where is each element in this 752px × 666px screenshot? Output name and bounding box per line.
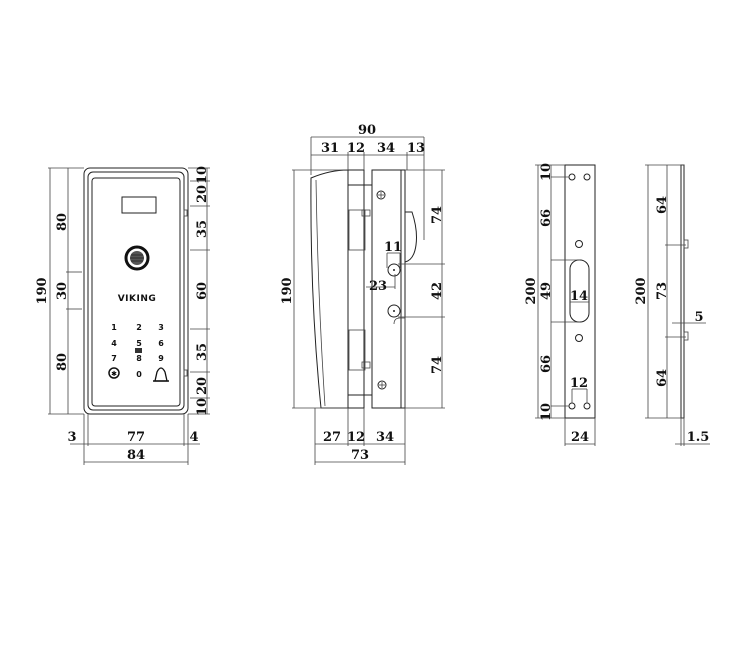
svg-text:34: 34 [376, 430, 394, 445]
svg-text:66: 66 [539, 355, 554, 373]
svg-text:84: 84 [127, 448, 145, 463]
svg-text:77: 77 [127, 430, 145, 445]
screw-icon [376, 190, 386, 200]
svg-text:35: 35 [195, 343, 210, 361]
svg-text:4: 4 [111, 339, 117, 348]
svg-text:80: 80 [55, 353, 70, 371]
svg-text:3: 3 [67, 430, 76, 445]
svg-text:200: 200 [634, 277, 649, 304]
svg-text:12: 12 [347, 430, 365, 445]
svg-text:190: 190 [35, 277, 50, 304]
svg-text:90: 90 [358, 123, 376, 138]
brand-logo: VIKING [118, 294, 157, 304]
svg-text:27: 27 [323, 430, 341, 445]
svg-text:10: 10 [539, 163, 554, 181]
svg-text:✱: ✱ [111, 370, 117, 378]
screw-icon [377, 380, 387, 390]
plate-side-view: 200 64 73 64 5 1.5 [634, 164, 710, 446]
svg-text:11: 11 [384, 240, 402, 255]
svg-text:66: 66 [539, 209, 554, 227]
svg-text:23: 23 [369, 279, 387, 294]
svg-text:12: 12 [570, 376, 588, 391]
svg-text:0: 0 [136, 370, 142, 379]
svg-text:34: 34 [377, 141, 395, 156]
svg-text:20: 20 [195, 185, 210, 203]
bell-icon [153, 367, 169, 382]
svg-text:4: 4 [189, 430, 198, 445]
settings-icon: ✱ [108, 367, 120, 379]
svg-text:24: 24 [571, 430, 589, 445]
svg-text:6: 6 [158, 339, 164, 348]
svg-text:2: 2 [136, 323, 142, 332]
fingerprint-sensor-icon [124, 245, 150, 271]
svg-text:80: 80 [55, 213, 70, 231]
svg-text:3: 3 [158, 323, 164, 332]
svg-text:31: 31 [321, 141, 339, 156]
svg-text:9: 9 [158, 354, 164, 363]
svg-text:74: 74 [430, 356, 445, 374]
svg-text:190: 190 [280, 277, 295, 304]
front-view: VIKING 1 2 3 4 5 6 7 8 9 0 ✱ 190 [35, 166, 210, 465]
svg-text:8: 8 [136, 354, 142, 363]
svg-text:14: 14 [570, 289, 588, 304]
svg-text:35: 35 [195, 220, 210, 238]
svg-text:5: 5 [694, 310, 703, 325]
svg-text:5: 5 [136, 339, 142, 348]
display-window [121, 196, 157, 214]
svg-text:49: 49 [539, 282, 554, 300]
svg-text:200: 200 [524, 277, 539, 304]
svg-text:74: 74 [430, 206, 445, 224]
svg-text:42: 42 [430, 282, 445, 300]
svg-text:10: 10 [195, 166, 210, 184]
svg-text:30: 30 [55, 282, 70, 300]
svg-text:1: 1 [111, 323, 117, 332]
svg-text:10: 10 [539, 403, 554, 421]
strike-plate-view: 200 10 66 49 66 10 14 12 24 [524, 163, 596, 446]
side-view: 90 31 12 34 13 190 74 42 74 11 23 27 [280, 123, 445, 465]
svg-text:64: 64 [655, 369, 670, 387]
keypad: 1 2 3 4 5 6 7 8 9 0 [111, 323, 164, 379]
svg-text:1.5: 1.5 [687, 430, 710, 445]
svg-text:73: 73 [655, 282, 670, 300]
svg-text:73: 73 [351, 448, 369, 463]
svg-text:13: 13 [407, 141, 425, 156]
card-icon [135, 348, 142, 353]
svg-text:20: 20 [195, 377, 210, 395]
svg-text:10: 10 [195, 398, 210, 416]
svg-text:60: 60 [195, 282, 210, 300]
svg-text:12: 12 [347, 141, 365, 156]
svg-text:7: 7 [111, 354, 117, 363]
svg-text:64: 64 [655, 196, 670, 214]
